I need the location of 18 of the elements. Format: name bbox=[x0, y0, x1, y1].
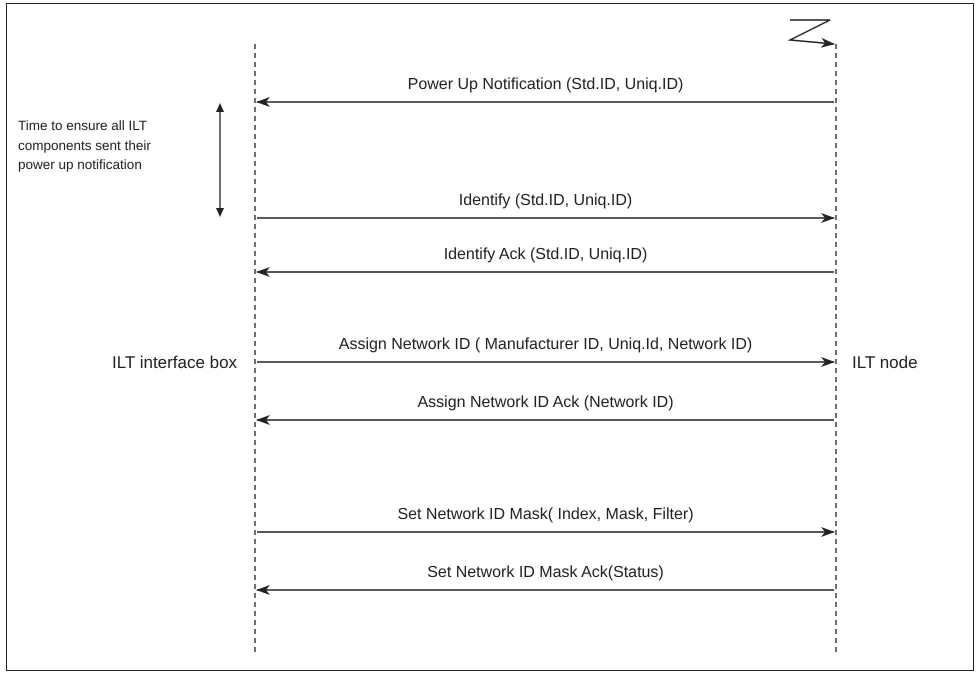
message-arrow bbox=[256, 267, 834, 277]
message-arrow bbox=[257, 357, 835, 367]
lifeline-label: ILT node bbox=[852, 353, 918, 373]
message-arrow bbox=[257, 527, 835, 537]
message-arrow bbox=[257, 213, 835, 223]
message-arrow bbox=[256, 97, 834, 107]
message-label: Set Network ID Mask( Index, Mask, Filter) bbox=[397, 506, 694, 524]
message-arrow bbox=[256, 585, 834, 595]
message-label: Identify (Std.ID, Uniq.ID) bbox=[458, 192, 632, 210]
message-label: Power Up Notification (Std.ID, Uniq.ID) bbox=[408, 76, 684, 94]
message-label: Assign Network ID Ack (Network ID) bbox=[417, 394, 674, 412]
message-label: Assign Network ID ( Manufacturer ID, Uniq.Id, Network ID) bbox=[338, 336, 752, 354]
lifeline-label: ILT interface box bbox=[112, 353, 238, 373]
note-text: Time to ensure all ILT components sent their power up notification bbox=[18, 117, 152, 174]
signal-arrow bbox=[787, 19, 835, 48]
message-label: Set Network ID Mask Ack(Status) bbox=[427, 564, 664, 582]
message-arrow bbox=[256, 415, 834, 425]
message-label: Identify Ack (Std.ID, Uniq.ID) bbox=[444, 246, 648, 264]
